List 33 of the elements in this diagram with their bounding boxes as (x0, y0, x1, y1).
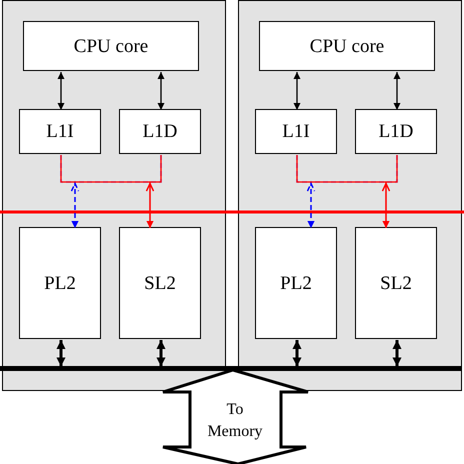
arrow-label: To Memory (206, 400, 264, 442)
bus-arrow (156, 340, 166, 366)
arrow (158, 72, 164, 110)
component-label: SL2 (144, 274, 176, 292)
bus-arrow (392, 340, 402, 366)
arrow (146, 154, 162, 229)
component-box (19, 109, 101, 154)
component-label: L1I (46, 122, 74, 141)
arrow (58, 72, 64, 110)
component-label: L1D (142, 122, 178, 141)
component-box (355, 109, 437, 154)
component-label: CPU core (74, 36, 148, 56)
bus-arrow (292, 340, 302, 366)
system-background (2, 0, 462, 391)
component-label: L1D (378, 122, 414, 141)
component-label: PL2 (280, 274, 312, 292)
bus-arrow (56, 340, 66, 366)
component-box (259, 21, 435, 71)
component-box (23, 21, 199, 71)
component-box (19, 227, 101, 339)
memory-arrow (160, 369, 310, 464)
component-box (255, 227, 337, 339)
component-label: L1I (282, 122, 310, 141)
arrow (382, 154, 398, 229)
component-box (119, 109, 201, 154)
component-label: PL2 (44, 274, 76, 292)
component-box (119, 227, 201, 339)
component-label: CPU core (310, 36, 384, 56)
arrow (294, 72, 300, 110)
component-label: SL2 (380, 274, 412, 292)
component-box (355, 227, 437, 339)
component-box (255, 109, 337, 154)
arrow (394, 72, 400, 110)
